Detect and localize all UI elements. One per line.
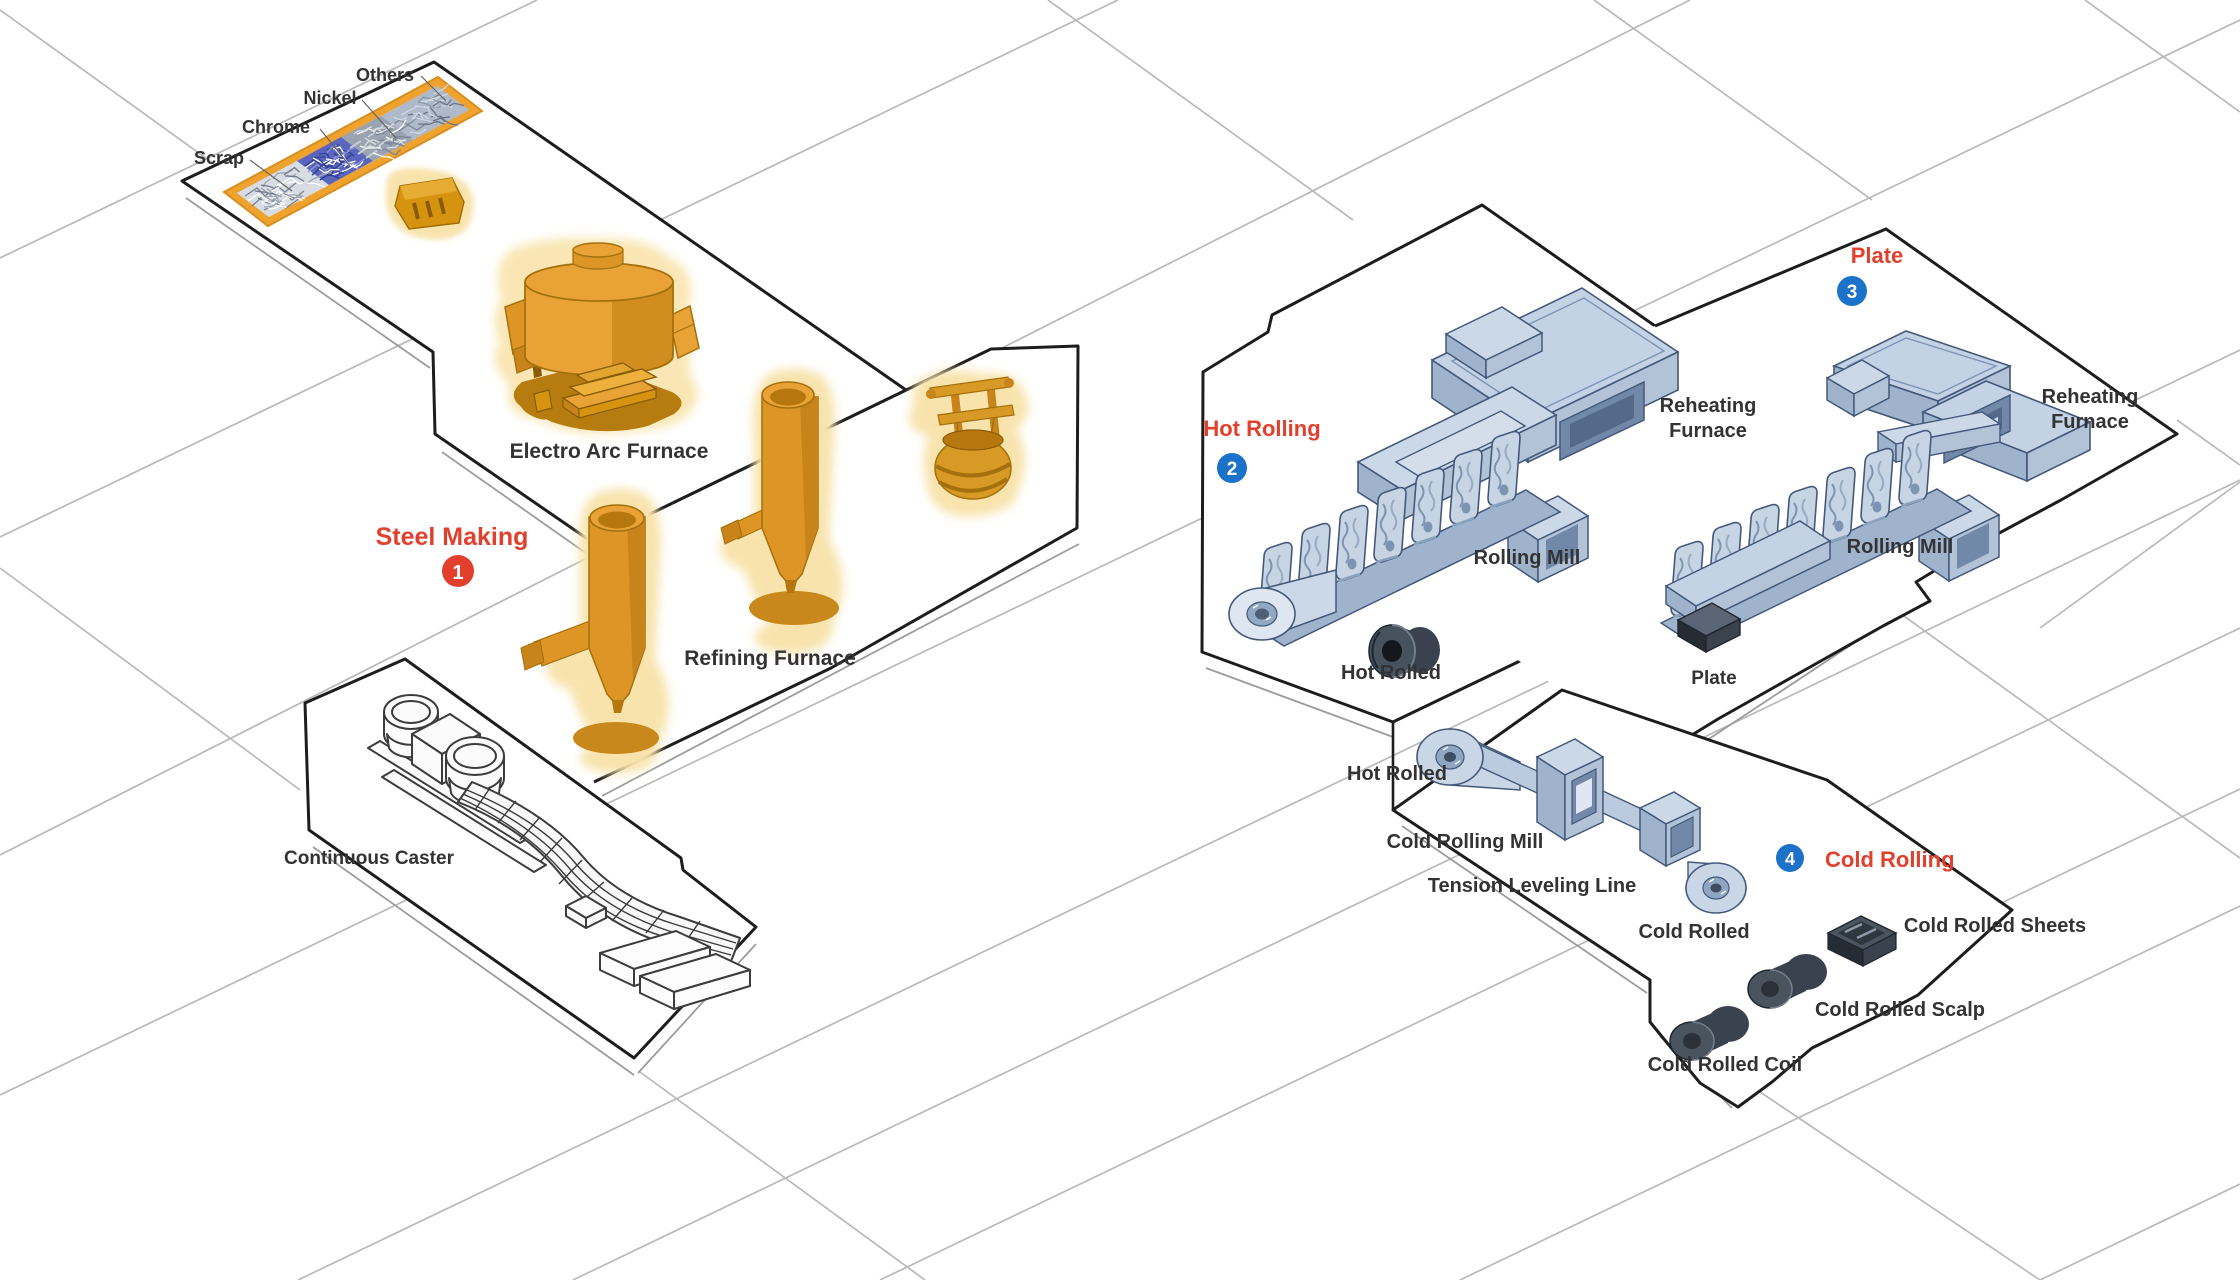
svg-text:Plate: Plate: [1691, 668, 1736, 689]
svg-text:Hot Rolled: Hot Rolled: [1341, 662, 1441, 684]
svg-text:Cold Rolling Mill: Cold Rolling Mill: [1387, 831, 1544, 853]
svg-text:1: 1: [452, 562, 463, 584]
svg-text:Cold Rolling: Cold Rolling: [1825, 847, 1955, 872]
svg-text:Cold Rolled: Cold Rolled: [1638, 921, 1749, 943]
svg-text:Nickel: Nickel: [303, 88, 356, 108]
svg-text:Hot Rolling: Hot Rolling: [1203, 416, 1320, 441]
svg-text:Plate: Plate: [1851, 243, 1904, 268]
svg-text:Rolling Mill: Rolling Mill: [1474, 547, 1581, 569]
svg-text:Cold Rolled Scalp: Cold Rolled Scalp: [1815, 999, 1985, 1021]
svg-text:Refining Furnace: Refining Furnace: [684, 647, 856, 670]
svg-text:Hot Rolled: Hot Rolled: [1347, 763, 1447, 785]
svg-text:Cold Rolled Sheets: Cold Rolled Sheets: [1904, 915, 2086, 937]
svg-text:2: 2: [1227, 459, 1238, 480]
svg-text:Tension Leveling Line: Tension Leveling Line: [1428, 875, 1637, 897]
svg-text:Continuous Caster: Continuous Caster: [284, 848, 455, 869]
svg-text:Steel Making: Steel Making: [376, 523, 529, 551]
svg-text:Reheating: Reheating: [2042, 386, 2139, 408]
svg-text:Cold Rolled Coil: Cold Rolled Coil: [1648, 1054, 1802, 1076]
svg-text:Reheating: Reheating: [1660, 395, 1757, 417]
svg-text:Furnace: Furnace: [2051, 411, 2129, 433]
svg-text:Rolling Mill: Rolling Mill: [1847, 536, 1954, 558]
svg-text:4: 4: [1785, 849, 1795, 869]
svg-text:Scrap: Scrap: [194, 148, 244, 168]
svg-text:Furnace: Furnace: [1669, 420, 1747, 442]
svg-text:Chrome: Chrome: [242, 117, 310, 137]
svg-text:Others: Others: [356, 65, 414, 85]
svg-text:Electro Arc Furnace: Electro Arc Furnace: [510, 440, 709, 463]
svg-text:3: 3: [1847, 282, 1858, 303]
